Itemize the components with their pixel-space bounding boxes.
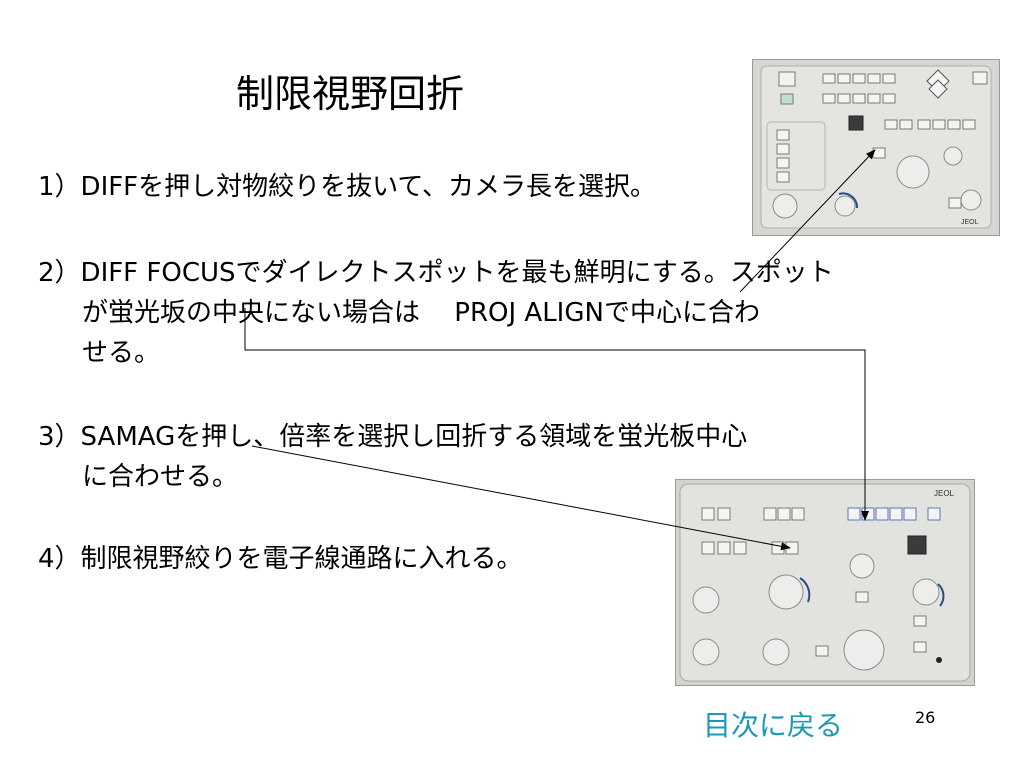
step-2-line-1: 2）DIFF FOCUSでダイレクトスポットを最も鮮明にする。スポット	[38, 258, 834, 288]
control-panel-photo-top: JEOL	[752, 59, 1000, 236]
panel-brand-top: JEOL	[961, 219, 979, 226]
step-2-line-3: せる。	[82, 338, 161, 368]
step-2-line-2: が蛍光坂の中央にない場合は PROJ ALIGNで中心に合わ	[82, 298, 760, 328]
panel-brand-bottom: JEOL	[934, 489, 955, 498]
back-to-contents-link[interactable]: 目次に戻る	[703, 709, 844, 742]
control-panel-photo-bottom: JEOL	[675, 479, 975, 686]
slide-title: 制限視野回折	[236, 72, 465, 116]
step-4-line-1: 4）制限視野絞りを電子線通路に入れる。	[38, 544, 523, 574]
step-3-line-1: 3）SAMAGを押し、倍率を選択し回折する領域を蛍光板中心	[38, 422, 748, 452]
step-1-line-1: 1）DIFFを押し対物絞りを抜いて、カメラ長を選択。	[38, 172, 657, 202]
page-number: 26	[915, 708, 936, 727]
step-3-line-2: に合わせる。	[82, 462, 239, 492]
